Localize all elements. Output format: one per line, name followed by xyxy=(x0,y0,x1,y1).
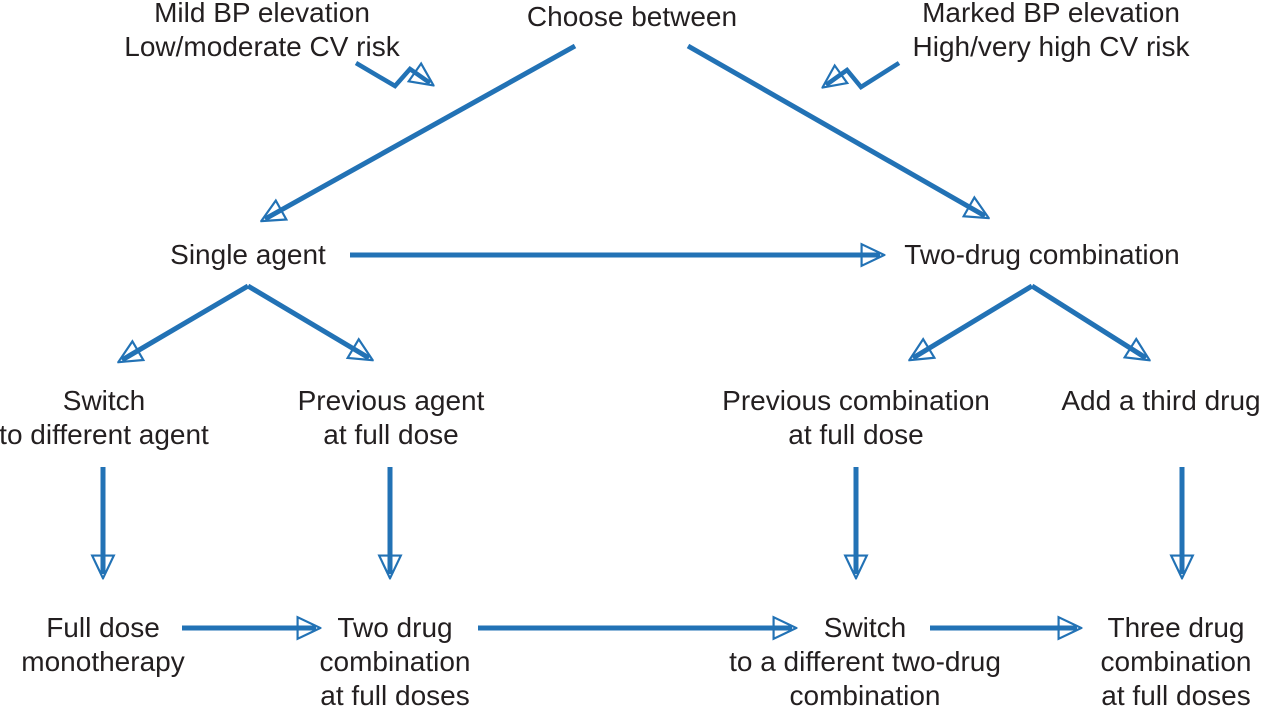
node-line: to different agent xyxy=(0,419,209,450)
node-line: Add a third drug xyxy=(1061,385,1261,416)
node-line: Three drug xyxy=(1107,612,1245,643)
node-previous-combination: Previous combination at full dose xyxy=(722,384,990,452)
annotation-line: Low/moderate CV risk xyxy=(124,31,400,62)
node-line: Previous agent xyxy=(297,385,485,416)
flow-title-choose-between: Choose between xyxy=(527,0,737,34)
node-line: Single agent xyxy=(170,239,326,270)
node-line: at full dose xyxy=(788,419,924,450)
node-previous-agent: Previous agent at full dose xyxy=(298,384,485,452)
node-switch-two-drug: Switch to a different two-drug combinati… xyxy=(729,611,1001,707)
arrow-twodrug-to-add-third-drug xyxy=(1030,283,1146,358)
node-line: Full dose xyxy=(46,612,160,643)
annotation-marked-bp: Marked BP elevation High/very high CV ri… xyxy=(913,0,1190,64)
node-line: combination xyxy=(789,680,941,707)
node-line: Switch xyxy=(823,612,907,643)
title-line: Choose between xyxy=(526,1,738,32)
zigzag-arrow-mild-icon xyxy=(354,61,430,89)
node-line: at full doses xyxy=(320,680,470,707)
node-line: at full doses xyxy=(1101,680,1251,707)
node-line: combination xyxy=(1100,646,1252,677)
annotation-mild-bp: Mild BP elevation Low/moderate CV risk xyxy=(124,0,399,64)
node-single-agent: Single agent xyxy=(170,238,326,272)
node-line: Switch xyxy=(62,385,146,416)
arrow-twodrug-to-previous-combination xyxy=(913,283,1034,358)
node-two-drug-combination: Two-drug combination xyxy=(904,238,1179,272)
node-line: monotherapy xyxy=(21,646,185,677)
arrow-choose-to-single-agent xyxy=(265,43,577,219)
node-line: Two-drug combination xyxy=(904,239,1180,270)
arrow-single-to-previous-agent xyxy=(246,283,369,358)
node-line: at full dose xyxy=(323,419,459,450)
node-line: to a different two-drug xyxy=(729,646,1001,677)
arrow-single-to-switch-agent xyxy=(122,283,250,360)
zigzag-arrow-marked-icon xyxy=(826,61,901,90)
node-line: Two drug xyxy=(337,612,453,643)
node-full-dose-monotherapy: Full dose monotherapy xyxy=(21,611,184,679)
node-switch-agent: Switch to different agent xyxy=(0,384,209,452)
node-add-third-drug: Add a third drug xyxy=(1061,384,1260,418)
annotation-line: High/very high CV risk xyxy=(912,31,1190,62)
node-three-drug-full-doses: Three drug combination at full doses xyxy=(1101,611,1252,707)
node-line: combination xyxy=(319,646,471,677)
annotation-line: Marked BP elevation xyxy=(922,0,1180,28)
node-two-drug-full-doses: Two drug combination at full doses xyxy=(320,611,471,707)
annotation-line: Mild BP elevation xyxy=(154,0,370,28)
arrow-choose-to-two-drug xyxy=(686,43,985,216)
node-line: Previous combination xyxy=(722,385,990,416)
